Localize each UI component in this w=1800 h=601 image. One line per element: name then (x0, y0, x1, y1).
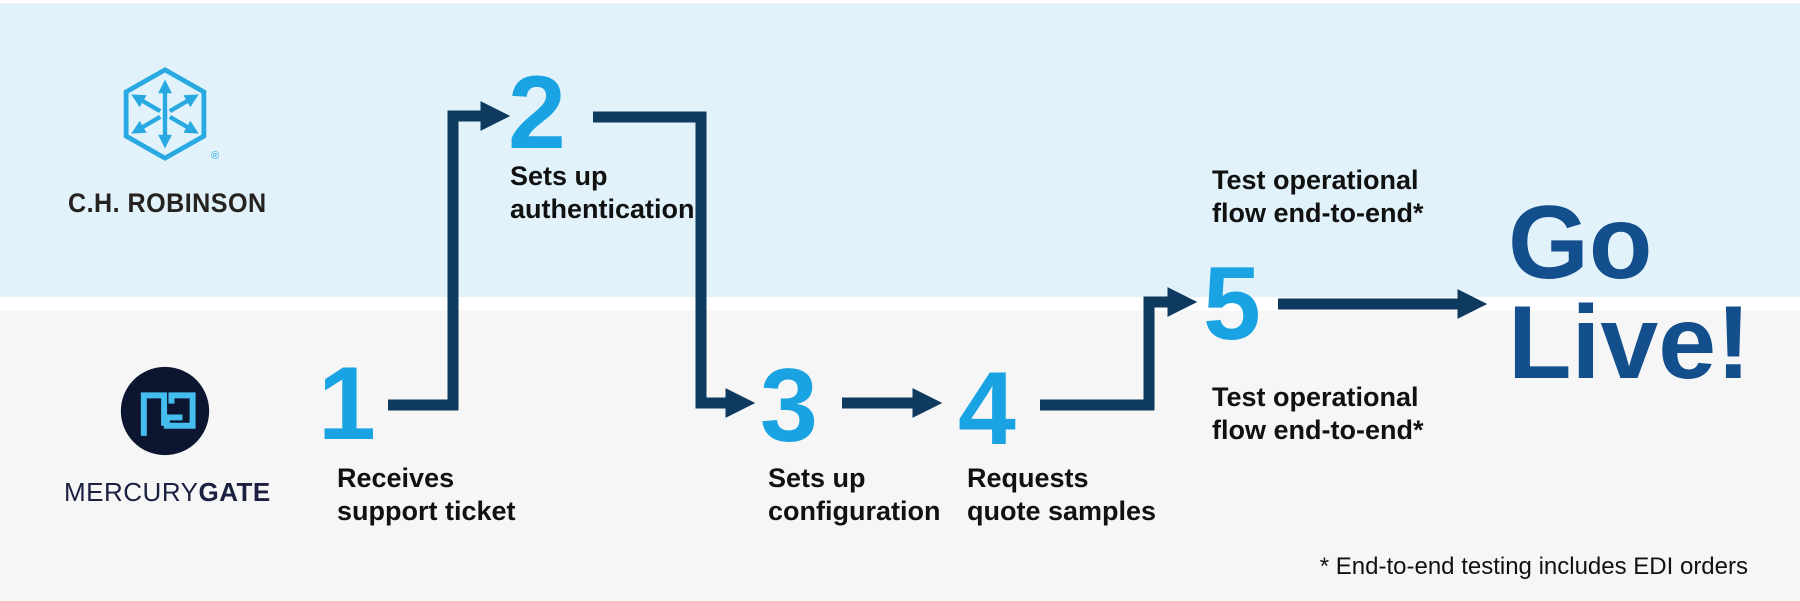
step-5-label-top-line1: Test operational (1212, 165, 1419, 195)
step-5-number: 5 (1203, 246, 1261, 362)
step-3-label-line1: Sets up (768, 463, 866, 493)
step-5-label-bottom-line1: Test operational (1212, 382, 1419, 412)
step-1-label-line2: support ticket (337, 496, 516, 526)
step-4-label-line2: quote samples (967, 496, 1157, 526)
step-5-label-bottom: Test operational flow end-to-end* (1212, 381, 1423, 447)
step-4-number: 4 (958, 351, 1016, 467)
chrobinson-lane-background (0, 3, 1800, 297)
step-1-number: 1 (318, 346, 376, 462)
step-3-label: Sets up configuration (768, 462, 940, 528)
chrobinson-hexagon-logo-icon (123, 67, 207, 161)
step-2-number: 2 (508, 55, 566, 171)
mercurygate-lane-background (0, 311, 1800, 601)
mercurygate-wordmark: MERCURYGATE (64, 477, 271, 508)
step-3-number: 3 (760, 348, 818, 464)
step-2-label-line2: authentication (510, 194, 695, 224)
step-1-label: Receives support ticket (337, 462, 516, 528)
footnote: * End-to-end testing includes EDI orders (1319, 553, 1748, 580)
chrobinson-registered-trademark: ® (211, 150, 220, 162)
mercurygate-wordmark-mercury: MERCURY (64, 477, 199, 507)
step-2-label-line1: Sets up (510, 161, 608, 191)
step-5-label-top: Test operational flow end-to-end* (1212, 164, 1423, 230)
step-4-label: Requests quote samples (967, 462, 1156, 528)
go-live-line1: Go (1508, 185, 1653, 301)
step-5-label-top-line2: flow end-to-end* (1212, 198, 1424, 228)
mercurygate-monogram-icon (120, 366, 210, 456)
step-5-label-bottom-line2: flow end-to-end* (1212, 415, 1424, 445)
go-live-line2: Live! (1508, 285, 1751, 401)
mercurygate-wordmark-gate: GATE (198, 477, 271, 507)
step-4-label-line1: Requests (967, 463, 1089, 493)
step-3-label-line2: configuration (768, 496, 941, 526)
step-2-label: Sets up authentication (510, 160, 695, 226)
chrobinson-wordmark: C.H. ROBINSON (68, 188, 267, 218)
step-1-label-line1: Receives (337, 463, 455, 493)
go-live-text: Go Live! (1508, 185, 1751, 401)
